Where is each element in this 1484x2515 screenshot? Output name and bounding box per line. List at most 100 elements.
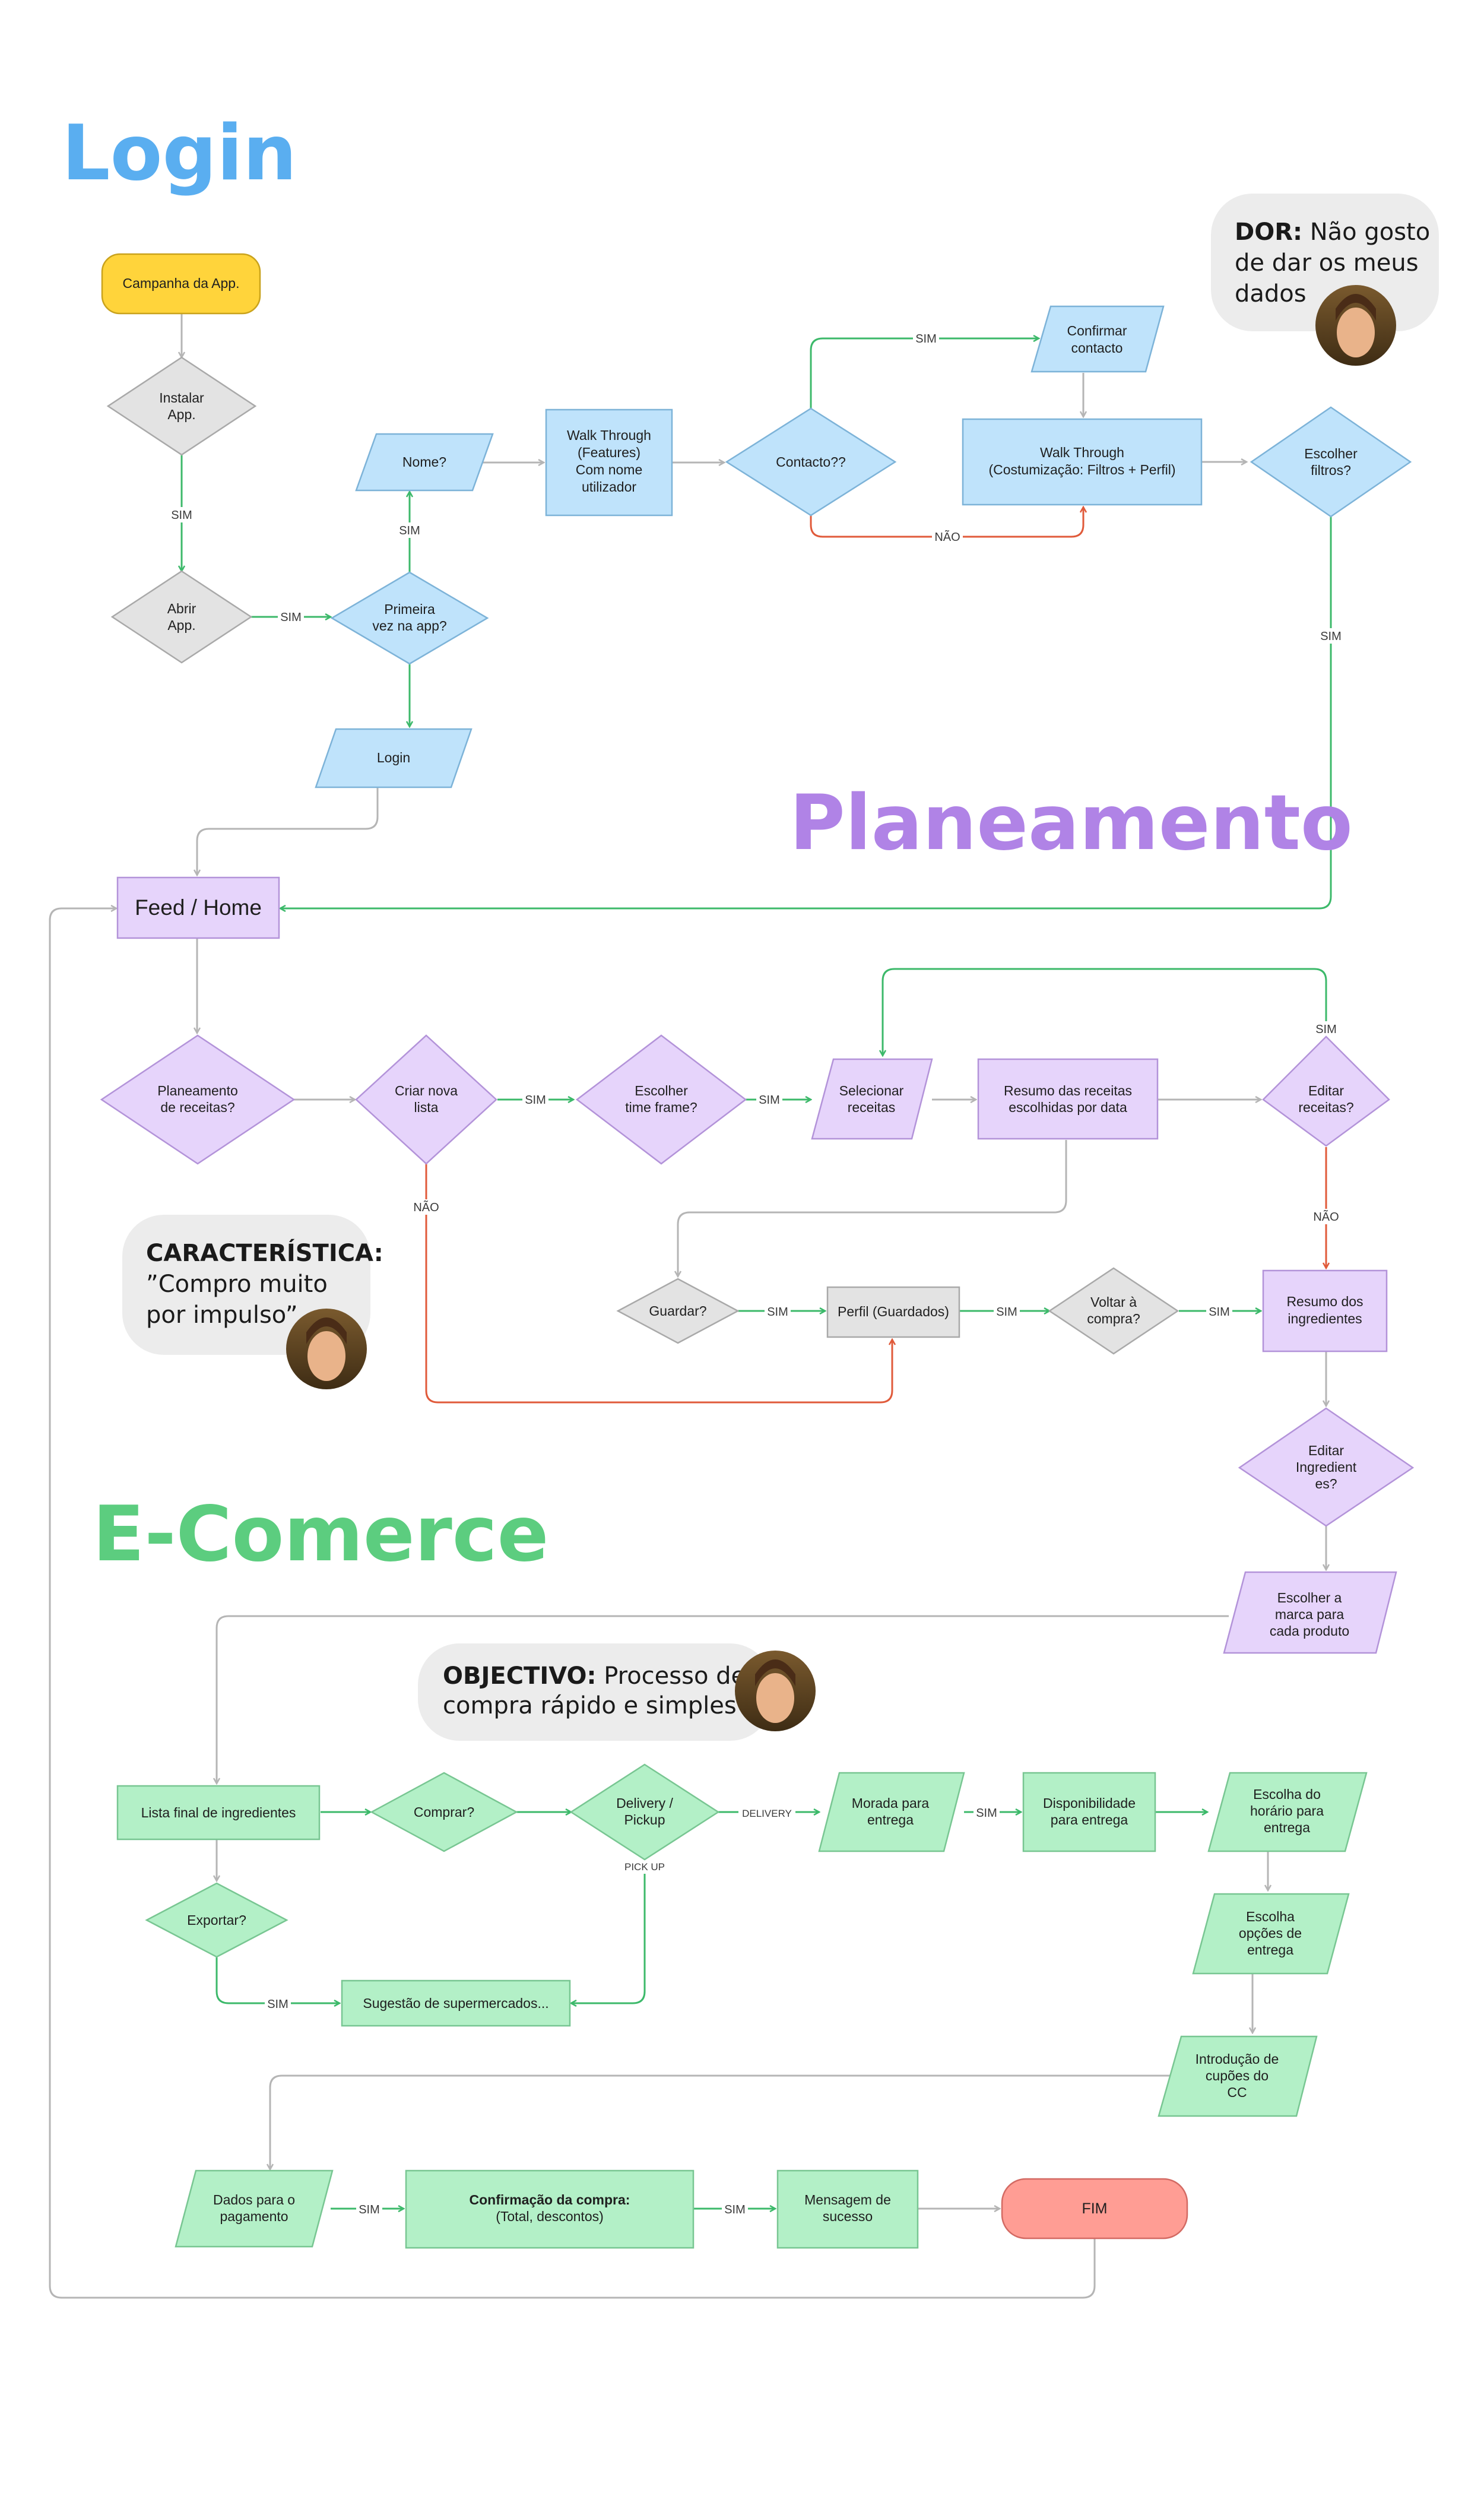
note-dor: DOR: Não gosto de dar os meus dados (1211, 194, 1439, 366)
node-walk2: Walk Through (Costumização: Filtros + Pe… (962, 418, 1203, 506)
node-exportar: Exportar? (145, 1882, 288, 1958)
note-objectivo-bold: OBJECTIVO: (443, 1662, 596, 1690)
label-nao-contacto: NÃO (934, 530, 960, 544)
label-sim-confirmacao: SIM (724, 2203, 746, 2216)
svg-text:Editar: Editar (1308, 1083, 1344, 1098)
note-caract-line1: ”Compro muito (146, 1271, 328, 1298)
svg-text:opções de: opções de (1239, 1925, 1302, 1941)
edge-login-feed (197, 787, 379, 875)
node-escolher-filtros: Escolher filtros? (1250, 406, 1412, 518)
svg-text:Walk Through: Walk Through (1040, 445, 1124, 460)
svg-text:Confirmar: Confirmar (1067, 323, 1127, 338)
svg-text:App.: App. (167, 407, 195, 422)
svg-text:Comprar?: Comprar? (414, 1804, 474, 1820)
node-opcoes: Escolha opções de entrega (1192, 1893, 1350, 1975)
svg-text:compra?: compra? (1087, 1311, 1140, 1326)
node-primeira: Primeira vez na app? (330, 571, 489, 665)
note-dor-line3: dados (1235, 280, 1307, 308)
svg-text:Com nome: Com nome (576, 462, 642, 477)
note-dor-line2: de dar os meus (1235, 249, 1419, 277)
svg-text:ingredientes: ingredientes (1288, 1311, 1362, 1326)
node-editar-receitas: Editar receitas? (1262, 1035, 1390, 1147)
svg-text:Voltar à: Voltar à (1090, 1294, 1137, 1310)
svg-text:Instalar: Instalar (159, 390, 204, 406)
svg-text:Escolha do: Escolha do (1253, 1787, 1321, 1802)
edge-resumo-guardar (678, 1140, 1067, 1276)
svg-text:Walk Through: Walk Through (567, 427, 651, 443)
svg-text:Escolher a: Escolher a (1277, 1590, 1342, 1605)
svg-text:Resumo dos: Resumo dos (1286, 1294, 1363, 1309)
svg-text:Primeira: Primeira (384, 601, 435, 617)
node-mensagem: Mensagem de sucesso (776, 2169, 919, 2249)
node-morada: Morada para entrega (818, 1772, 965, 1852)
avatar (1315, 285, 1396, 366)
svg-text:Escolher: Escolher (1304, 446, 1358, 461)
svg-text:Dados para o: Dados para o (213, 2192, 295, 2207)
svg-text:(Total, descontos): (Total, descontos) (496, 2209, 604, 2224)
label-sim-morada: SIM (976, 1807, 997, 1820)
label-sim-editar: SIM (1315, 1023, 1337, 1036)
avatar (286, 1309, 367, 1389)
svg-text:(Costumização: Filtros + Perfi: (Costumização: Filtros + Perfil) (988, 462, 1175, 477)
label-sim-instalar: SIM (171, 509, 192, 522)
node-login: Login (315, 728, 473, 788)
avatar (735, 1651, 816, 1731)
svg-text:Lista final de ingredientes: Lista final de ingredientes (141, 1805, 296, 1820)
svg-text:Criar nova: Criar nova (395, 1083, 458, 1098)
svg-text:lista: lista (414, 1100, 439, 1115)
node-selecionar: Selecionar receitas (811, 1058, 933, 1140)
svg-text:contacto: contacto (1071, 340, 1123, 356)
node-resumo-receitas: Resumo das receitas escolhidas por data (977, 1058, 1159, 1140)
svg-text:filtros?: filtros? (1311, 463, 1351, 478)
note-caracteristica: CARACTERÍSTICA: ”Compro muito por impuls… (122, 1215, 383, 1389)
edge-editar-selecionar (883, 968, 1327, 1056)
svg-text:Confirmação da compra:: Confirmação da compra: (470, 2192, 630, 2207)
svg-text:DOR: Não gosto: DOR: Não gosto (1235, 218, 1430, 246)
section-title-planeamento: Planeamento (789, 779, 1353, 867)
node-abrir: Abrir App. (110, 570, 253, 664)
svg-text:Ingredient: Ingredient (1296, 1459, 1357, 1475)
edge-exportar-sugestao (215, 1957, 340, 2003)
svg-text:Escolher: Escolher (635, 1083, 688, 1098)
node-criar-lista: Criar nova lista (355, 1034, 497, 1165)
svg-text:entrega: entrega (1247, 1942, 1293, 1957)
svg-text:marca para: marca para (1275, 1607, 1345, 1622)
label-sim-exportar: SIM (267, 1998, 288, 2011)
edge-filtros-feed (280, 517, 1332, 908)
svg-text:Login: Login (377, 750, 410, 765)
node-dados: Dados para o pagamento (175, 2169, 334, 2248)
label-sim-escolher: SIM (759, 1094, 780, 1107)
svg-text:Resumo das receitas: Resumo das receitas (1004, 1083, 1132, 1098)
svg-text:entrega: entrega (1264, 1820, 1310, 1835)
node-resumo-ingredientes: Resumo dos ingredientes (1262, 1269, 1388, 1352)
svg-text:Perfil (Guardados): Perfil (Guardados) (838, 1304, 949, 1319)
svg-text:Escolha: Escolha (1246, 1909, 1295, 1924)
svg-text:entrega: entrega (867, 1812, 914, 1827)
svg-text:(Features): (Features) (578, 445, 640, 460)
svg-text:cada produto: cada produto (1270, 1623, 1349, 1639)
note-objectivo-line1: Processo de (604, 1662, 746, 1690)
svg-text:Exportar?: Exportar? (187, 1912, 246, 1928)
label-sim-primeira: SIM (399, 524, 420, 537)
label-delivery: DELIVERY (742, 1808, 792, 1819)
edge-labels: SIM SIM SIM SIM NÃO SIM SIM SIM SIM NÃO … (169, 331, 1344, 2217)
node-feed: Feed / Home (116, 876, 280, 939)
node-fim: FIM (1001, 2178, 1188, 2240)
node-nome: Nome? (355, 433, 494, 492)
svg-text:Feed / Home: Feed / Home (135, 895, 262, 920)
svg-text:receitas?: receitas? (1298, 1100, 1353, 1115)
edge-marca-lista (217, 1615, 1229, 1784)
svg-text:App.: App. (167, 617, 195, 633)
svg-text:cupões do: cupões do (1206, 2068, 1269, 2083)
label-sim-perfil: SIM (996, 1306, 1017, 1319)
svg-text:vez na app?: vez na app? (372, 618, 446, 633)
edge-contacto-confirmar (810, 338, 1039, 410)
label-sim-abrir: SIM (280, 611, 302, 624)
svg-text:Delivery /: Delivery / (616, 1795, 673, 1811)
svg-text:utilizador: utilizador (582, 479, 636, 495)
svg-text:Introdução de: Introdução de (1196, 2051, 1279, 2067)
svg-text:Contacto??: Contacto?? (776, 454, 846, 470)
svg-text:pagamento: pagamento (220, 2209, 288, 2224)
svg-text:de receitas?: de receitas? (160, 1100, 234, 1115)
